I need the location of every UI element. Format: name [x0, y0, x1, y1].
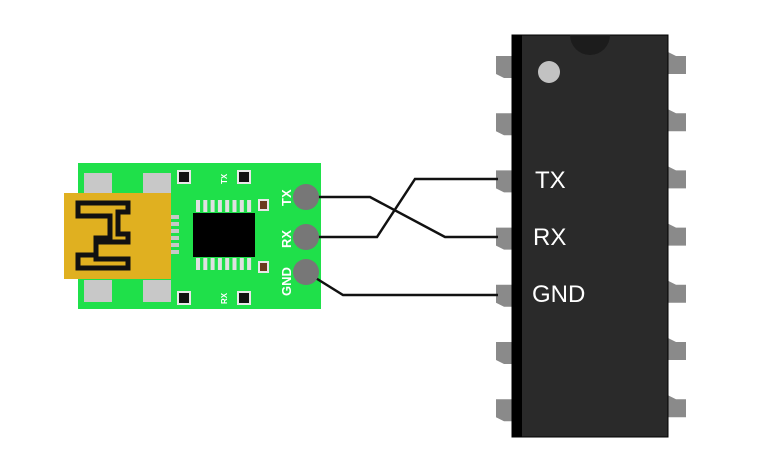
chip-leg	[225, 258, 230, 270]
chip-leg	[232, 258, 237, 270]
board-pin-label-rx: RX	[279, 230, 294, 248]
ic-pin-label-gnd: GND	[532, 281, 585, 308]
wire-gnd-to-gnd	[305, 270, 498, 297]
board-pin-label-tx: TX	[279, 189, 294, 206]
ic-chip: TX RX GND	[496, 34, 686, 438]
board-pin-label-gnd: GND	[279, 267, 294, 296]
chip-leg	[239, 258, 244, 270]
chip-leg	[217, 258, 222, 270]
chip-leg	[210, 258, 215, 270]
chip-leg	[225, 200, 230, 212]
ic-pin	[668, 109, 686, 132]
ic-pin	[668, 395, 686, 418]
ic-pin	[496, 170, 512, 193]
chip-leg	[203, 258, 208, 270]
ic-pin	[668, 166, 686, 189]
ic-pin	[668, 280, 686, 303]
ic-pin-label-rx: RX	[533, 224, 566, 251]
wire-rx-to-tx	[306, 177, 498, 239]
ic-pin	[496, 227, 512, 250]
chip-leg	[217, 200, 222, 212]
ic-pin-label-tx: TX	[535, 167, 566, 194]
ic-pin	[496, 342, 512, 364]
chip-leg	[210, 200, 215, 212]
chip-leg	[247, 258, 252, 270]
ic-pin	[496, 56, 512, 78]
ic-pin	[668, 52, 686, 74]
usb-connector	[64, 193, 179, 279]
chip-leg	[196, 258, 200, 270]
ic-pin	[496, 399, 512, 422]
led-label-tx: TX	[220, 173, 229, 184]
board-pad-tx	[293, 184, 319, 210]
ic-pin	[668, 223, 686, 246]
board-pad-rx	[293, 224, 319, 250]
chip-leg	[232, 200, 237, 212]
led-label-rx: RX	[220, 292, 229, 304]
wire-tx-to-rx	[306, 195, 498, 239]
board-pad-gnd	[293, 259, 319, 285]
chip-leg	[196, 200, 200, 212]
usb-serial-board: TX RX TX RX GND	[64, 163, 321, 309]
chip	[193, 200, 255, 270]
chip-leg	[239, 200, 244, 212]
ic-pin	[668, 338, 686, 360]
notch	[570, 35, 610, 55]
ic-pin	[496, 284, 512, 307]
pin1-dot	[538, 61, 560, 83]
chip-leg	[247, 200, 252, 212]
chip-leg	[203, 200, 208, 212]
ic-pin	[496, 113, 512, 136]
